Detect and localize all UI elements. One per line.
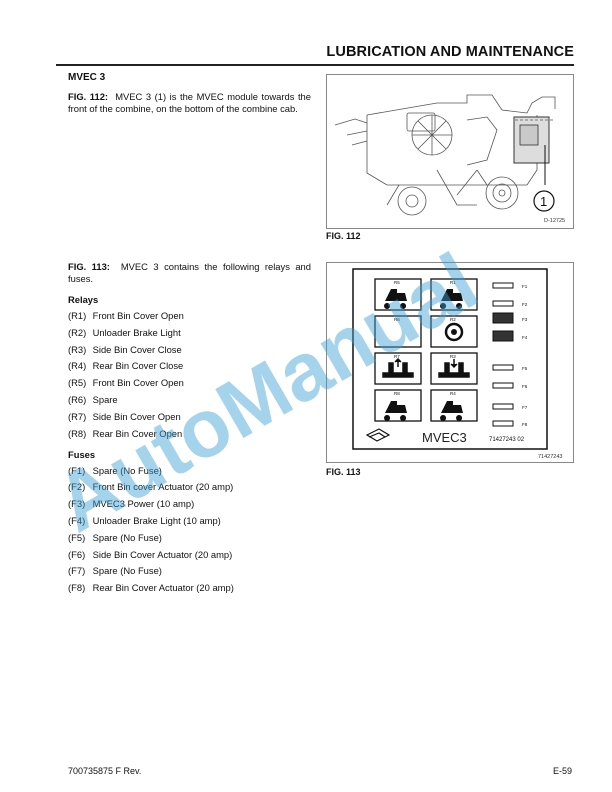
- relay-code: (R5): [68, 377, 87, 389]
- relay-item: (R4) Rear Bin Cover Close: [68, 360, 311, 372]
- relay-label: Unloader Brake Light: [92, 326, 181, 338]
- fuse-slot-label: F7: [522, 405, 528, 410]
- relay-item: (R3) Side Bin Cover Close: [68, 344, 311, 356]
- fuse-item: (F1) Spare (No Fuse): [68, 465, 311, 477]
- fuse-label: MVEC3 Power (10 amp): [92, 498, 195, 510]
- fuse-code: (F5): [68, 531, 86, 543]
- relay-code: (R8): [68, 427, 87, 439]
- fuse-code: (F3): [68, 498, 86, 510]
- relay-label: Spare: [92, 393, 118, 405]
- fig112-ref-body: MVEC 3 (1) is the MVEC module towards th…: [68, 91, 311, 114]
- figure-112-caption: FIG. 112: [326, 231, 361, 241]
- header-rule: [56, 64, 574, 66]
- callout-circle: [533, 190, 555, 212]
- fuse-item: (F4) Unloader Brake Light (10 amp): [68, 515, 311, 527]
- fuse-slot-label: F5: [522, 366, 528, 371]
- relay-slot-label: R1: [450, 280, 456, 285]
- fuse-column: [492, 282, 514, 427]
- relay-slot-label: R4: [450, 391, 456, 396]
- panel-label: MVEC3: [422, 430, 467, 445]
- relay-label: Side Bin Cover Open: [92, 410, 181, 422]
- fuse-label: Spare (No Fuse): [92, 531, 162, 543]
- relay-label: Rear Bin Cover Close: [92, 360, 184, 372]
- relay-code: (R7): [68, 410, 87, 422]
- fuse-item: (F3) MVEC3 Power (10 amp): [68, 498, 311, 510]
- section-title: MVEC 3: [68, 72, 106, 83]
- fig112-paragraph: FIG. 112: MVEC 3 (1) is the MVEC module …: [68, 91, 311, 115]
- figure-113-mvec-panel: R5 R1 R6 R2 R7 R3 R8 R4: [326, 262, 574, 463]
- relay-code: (R2): [68, 326, 87, 338]
- figure-112-id: D-12725: [544, 218, 566, 224]
- fuse-code: (F8): [68, 582, 86, 594]
- relay-code: (R4): [68, 360, 87, 372]
- relay-slot-label: R8: [394, 391, 400, 396]
- footer-page-number: E-59: [552, 766, 572, 776]
- relay-slot-label: R6: [394, 317, 400, 322]
- fig113-ref-body: MVEC 3 contains the following relays and…: [68, 261, 311, 284]
- relay-slot-label: R7: [394, 354, 400, 359]
- fuse-code: (F4): [68, 514, 86, 526]
- spacer: [68, 123, 311, 261]
- figure-113-caption: FIG. 113: [326, 467, 361, 477]
- fuse-label: Unloader Brake Light (10 amp): [92, 514, 221, 526]
- relay-label: Front Bin Cover Open: [92, 377, 184, 389]
- fuse-item: (F8) Rear Bin Cover Actuator (20 amp): [68, 582, 311, 594]
- panel-part-number: 71427243 02: [489, 437, 525, 443]
- relay-slot-label: R2: [450, 317, 456, 322]
- combine-pictogram-icon: [382, 289, 470, 421]
- relays-title: Relays: [68, 294, 99, 305]
- relay-slot-label: R5: [394, 280, 400, 285]
- fig113-ref-label: FIG. 113:: [68, 261, 110, 272]
- relay-item: (R8) Rear Bin Cover Open: [68, 428, 311, 440]
- fuse-code: (F7): [68, 565, 86, 577]
- callout-number: 1: [540, 194, 547, 209]
- fuse-item: (F7) Spare (No Fuse): [68, 565, 311, 577]
- fuse-slot-label: F8: [522, 422, 528, 427]
- fuse-item: (F6) Side Bin Cover Actuator (20 amp): [68, 549, 311, 561]
- relay-label: Rear Bin Cover Open: [92, 427, 183, 439]
- manual-book-icon: [365, 428, 391, 442]
- fuse-slot-label: F2: [522, 302, 528, 307]
- relay-code: (R6): [68, 393, 87, 405]
- relay-code: (R3): [68, 343, 87, 355]
- page-header-title: LUBRICATION AND MAINTENANCE: [326, 44, 574, 60]
- fig113-paragraph: FIG. 113: MVEC 3 contains the following …: [68, 261, 311, 285]
- relay-list: (R1) Front Bin Cover Open (R2) Unloader …: [68, 310, 311, 440]
- figure-112-combine-illustration: 1: [326, 74, 574, 229]
- fuse-slot-label: F1: [522, 284, 528, 289]
- fuse-label: Side Bin Cover Actuator (20 amp): [92, 548, 233, 560]
- relay-label: Front Bin Cover Open: [92, 310, 184, 321]
- relay-slot-r3: [430, 352, 478, 385]
- fuse-slot-label: F4: [522, 335, 528, 340]
- relay-slot-label: R3: [450, 354, 456, 359]
- relay-item: (R5) Front Bin Cover Open: [68, 377, 311, 389]
- mvec3-panel-drawing: R5 R1 R6 R2 R7 R3 R8 R4: [352, 268, 548, 450]
- relay-slot-r6: [374, 315, 422, 348]
- fuse-item: (F2) Front Bin cover Actuator (20 amp): [68, 481, 311, 493]
- fuse-code: (F6): [68, 548, 86, 560]
- fuse-item: (F5) Spare (No Fuse): [68, 532, 311, 544]
- footer-doc-number: 700735875 F Rev.: [68, 766, 142, 776]
- relay-item: (R1) Front Bin Cover Open: [68, 310, 311, 322]
- relay-item: (R7) Side Bin Cover Open: [68, 411, 311, 423]
- left-column: MVEC 3 FIG. 112: MVEC 3 (1) is the MVEC …: [68, 72, 311, 599]
- figure-113-id: 71427243: [538, 454, 563, 460]
- relay-item: (R6) Spare: [68, 394, 311, 406]
- relay-item: (R2) Unloader Brake Light: [68, 327, 311, 339]
- fuse-slot-label: F6: [522, 384, 528, 389]
- fuse-list: (F1) Spare (No Fuse) (F2) Front Bin cove…: [68, 465, 311, 595]
- fuse-label: Spare (No Fuse): [92, 464, 162, 476]
- fuse-code: (F1): [68, 464, 86, 476]
- fuse-slot-label: F3: [522, 317, 528, 322]
- fuse-label: Spare (No Fuse): [92, 565, 162, 577]
- fuses-title: Fuses: [68, 448, 96, 460]
- fig112-ref-label: FIG. 112:: [68, 91, 109, 102]
- relay-label: Side Bin Cover Close: [92, 343, 182, 355]
- fuse-code: (F2): [68, 481, 86, 493]
- combine-harvester-drawing: 1: [334, 94, 556, 216]
- fuse-label: Rear Bin Cover Actuator (20 amp): [92, 582, 234, 594]
- relay-code: (R1): [68, 310, 87, 321]
- fuse-label: Front Bin cover Actuator (20 amp): [92, 481, 234, 493]
